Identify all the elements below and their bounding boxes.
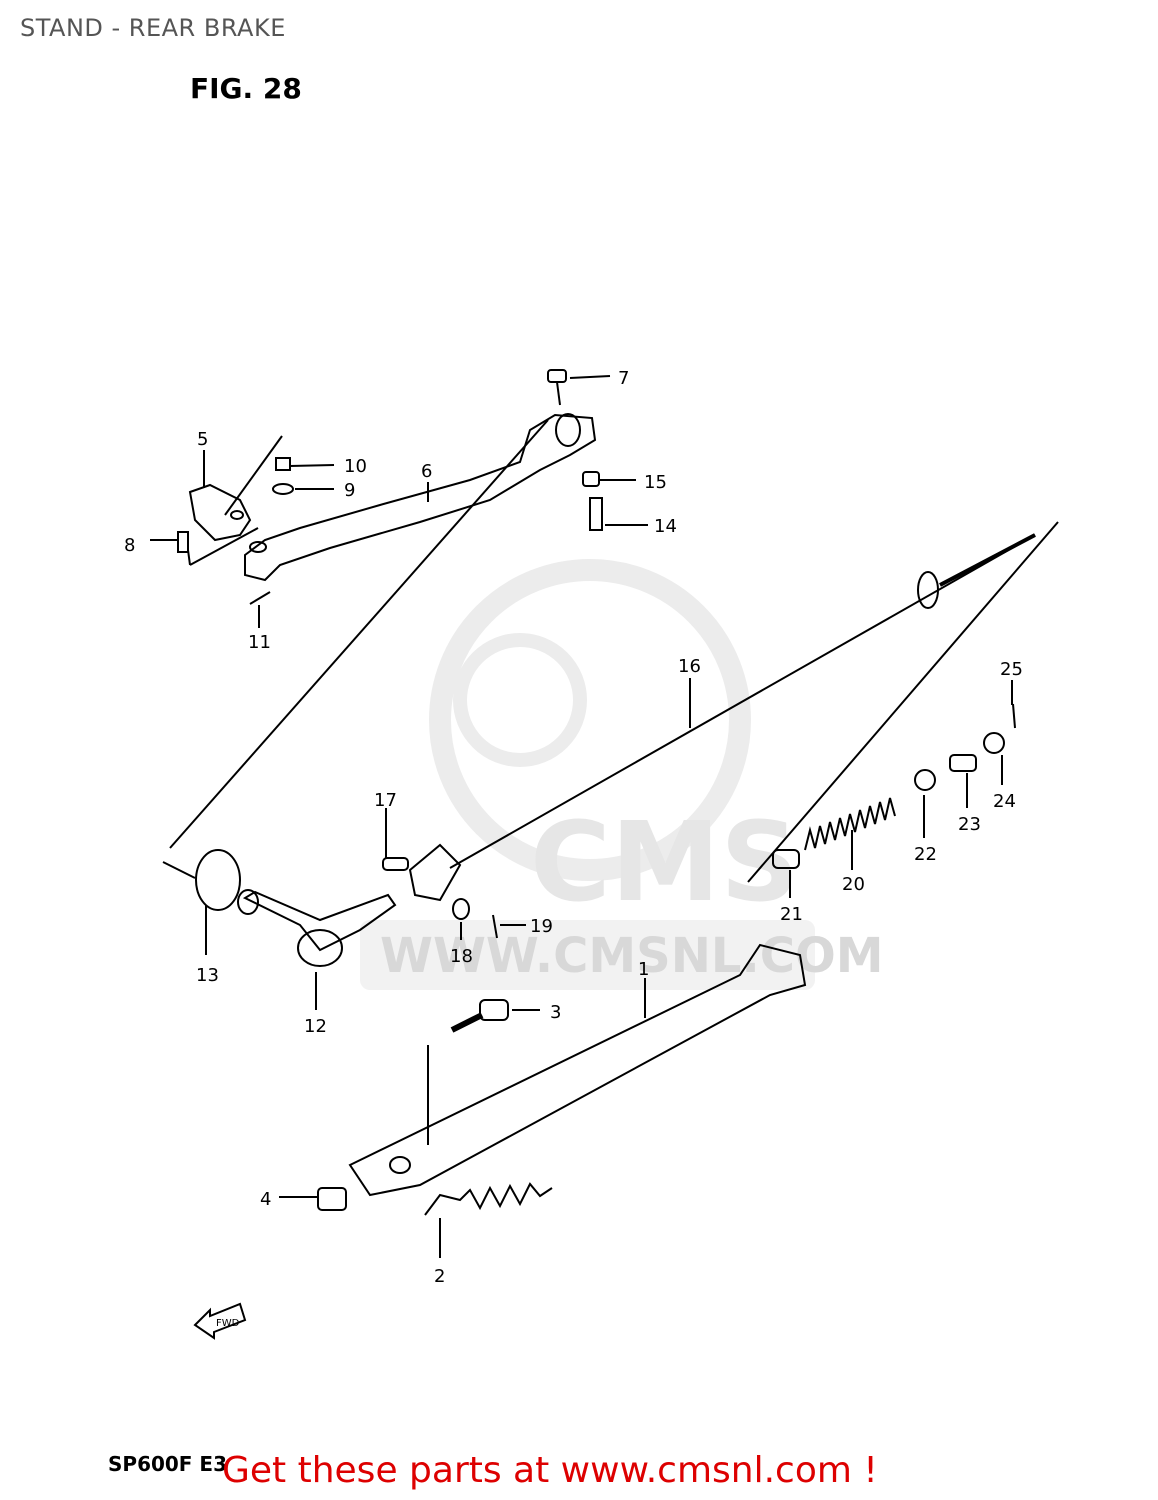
page-title: STAND - REAR BRAKE [20,14,286,42]
callout-7: 7 [618,368,629,389]
rod-spring [804,797,896,851]
callout-14: 14 [654,516,677,537]
model-label: SP600F E3 [108,1452,228,1476]
callout-22: 22 [914,844,937,865]
callout-18: 18 [450,946,473,967]
pedal-footrest [188,483,252,542]
callout-1: 1 [638,959,649,980]
callout-10: 10 [344,456,367,477]
callout-13: 13 [196,965,219,986]
callout-24: 24 [993,791,1016,812]
watermark-brand: CMS [530,798,799,926]
callout-21: 21 [780,904,803,925]
callout-20: 20 [842,874,865,895]
watermark: CMS WWW.CMSNL.COM [360,559,884,990]
callout-5: 5 [197,429,208,450]
callout-23: 23 [958,814,981,835]
callout-4: 4 [260,1189,271,1210]
side-stand [348,943,807,1197]
callout-16: 16 [678,656,701,677]
callout-6: 6 [421,461,432,482]
callout-19: 19 [530,916,553,937]
callout-15: 15 [644,472,667,493]
fwd-arrow: FWD [193,1302,247,1340]
callout-17: 17 [374,790,397,811]
figure-label: FIG. 28 [190,72,302,105]
fwd-label: FWD [216,1318,240,1329]
callout-9: 9 [344,480,355,501]
callout-11: 11 [248,632,271,653]
callout-25: 25 [1000,659,1023,680]
callout-8: 8 [124,535,135,556]
callouts: 1 2 3 4 5 6 7 8 9 10 11 12 13 14 15 16 1… [124,368,1023,1287]
promo-link[interactable]: Get these parts at www.cmsnl.com ! [222,1450,878,1491]
callout-3: 3 [550,1002,561,1023]
callout-12: 12 [304,1016,327,1037]
callout-2: 2 [434,1266,445,1287]
brake-pedal-arm [244,413,597,582]
